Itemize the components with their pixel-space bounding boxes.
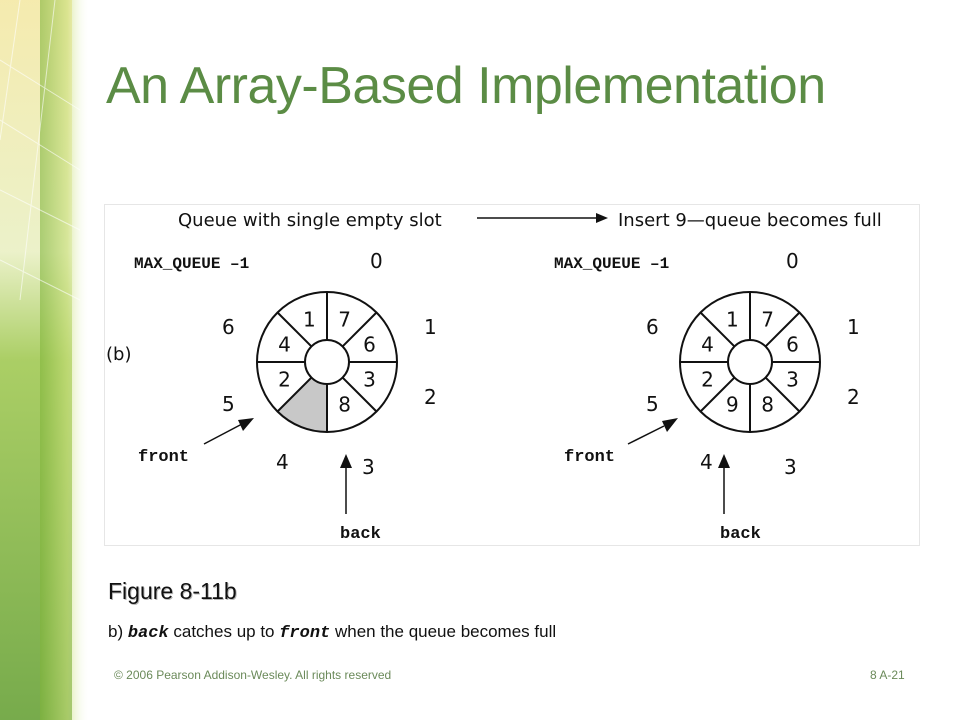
- empty-slot: [277, 377, 327, 432]
- front-arrow-head: [238, 418, 254, 431]
- index-label-5: 5: [646, 392, 659, 416]
- index-label-0: 0: [370, 249, 383, 273]
- caption-suffix: when the queue becomes full: [330, 622, 557, 641]
- front-arrow-head: [662, 418, 678, 432]
- slot-value-5: 2: [701, 368, 714, 392]
- heading-right: Insert 9—queue becomes full: [618, 210, 882, 231]
- slot-divider: [764, 376, 801, 413]
- slot-divider: [276, 311, 313, 348]
- slot-value-2: 3: [786, 368, 799, 392]
- slot-value-6: 4: [278, 332, 291, 356]
- slot-value-4: 9: [726, 393, 739, 417]
- index-label-0: 0: [786, 249, 799, 273]
- slot-divider: [341, 376, 378, 413]
- max-queue-label: MAX_QUEUE –1: [134, 255, 249, 273]
- part-label: (b): [106, 344, 131, 365]
- slot-divider: [764, 311, 801, 348]
- slot-divider: [699, 311, 736, 348]
- slot-value-7: 1: [726, 308, 739, 332]
- index-label-1: 1: [424, 315, 437, 339]
- front-label: front: [138, 448, 189, 467]
- back-label: back: [720, 525, 761, 544]
- slot-value-0: 7: [761, 308, 774, 332]
- back-label: back: [340, 525, 381, 544]
- circular-queue-figure: Queue with single empty slot Insert 9—qu…: [104, 204, 920, 546]
- figure-caption: b) back catches up to front when the que…: [108, 622, 556, 643]
- footer-slide-number: 8 A-21: [870, 668, 905, 682]
- back-arrow-head: [340, 454, 352, 468]
- index-label-4: 4: [276, 450, 289, 474]
- index-label-3: 3: [784, 455, 797, 479]
- slot-value-6: 4: [701, 332, 714, 356]
- index-label-2: 2: [847, 385, 860, 409]
- figure-label: Figure 8-11b: [108, 578, 237, 604]
- page-title: An Array-Based Implementation: [106, 57, 826, 115]
- slot-value-1: 6: [786, 332, 799, 356]
- index-label-2: 2: [424, 385, 437, 409]
- index-label-6: 6: [646, 315, 659, 339]
- index-label-5: 5: [222, 392, 235, 416]
- caption-back-code: back: [127, 624, 169, 643]
- front-label: front: [564, 448, 615, 467]
- slot-value-7: 1: [303, 308, 316, 332]
- slot-value-3: 8: [338, 393, 351, 417]
- slot-value-2: 3: [363, 368, 376, 392]
- footer-copyright: © 2006 Pearson Addison-Wesley. All right…: [114, 668, 392, 682]
- right-circular-queue: 7 6 3 8 9 2 4 1 MAX_QUEUE –1 0 1 2 3 4 5…: [554, 249, 860, 544]
- slot-value-5: 2: [278, 368, 291, 392]
- slot-divider: [341, 311, 378, 348]
- figure-frame: [104, 204, 920, 546]
- index-label-6: 6: [222, 315, 235, 339]
- slot-value-1: 6: [363, 332, 376, 356]
- max-queue-label: MAX_QUEUE –1: [554, 255, 669, 273]
- queue-hub: [304, 339, 350, 385]
- front-arrow: [627, 425, 665, 445]
- index-label-3: 3: [362, 455, 375, 479]
- heading-left: Queue with single empty slot: [178, 210, 442, 231]
- index-label-4: 4: [700, 450, 713, 474]
- slot-divider: [276, 376, 313, 413]
- front-arrow: [203, 423, 243, 445]
- caption-front-code: front: [279, 624, 331, 643]
- caption-middle: catches up to: [168, 622, 280, 641]
- back-arrow-head: [718, 454, 730, 468]
- transition-arrow-head: [596, 213, 608, 223]
- slot-value-3: 8: [761, 393, 774, 417]
- queue-hub: [727, 339, 773, 385]
- index-label-1: 1: [847, 315, 860, 339]
- caption-prefix: b): [108, 622, 128, 641]
- slot-value-0: 7: [338, 308, 351, 332]
- left-circular-queue: 7 6 3 8 2 4 1 MAX_QUEUE –1 0 1 2 3 4 5 6…: [134, 249, 437, 544]
- slot-divider: [699, 376, 736, 413]
